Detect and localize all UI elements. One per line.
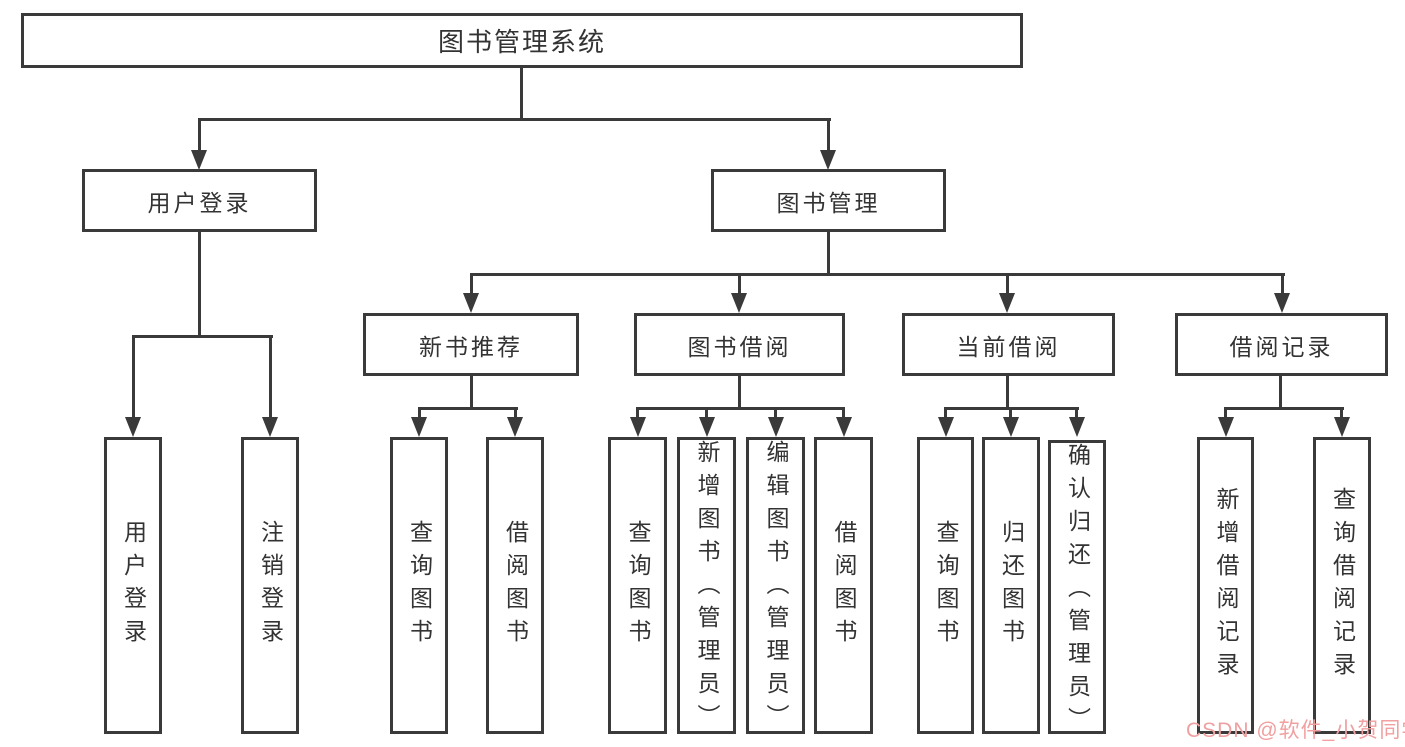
- connector-line: [470, 273, 1285, 276]
- connector-line: [738, 376, 741, 410]
- arrow-down-icon: [731, 293, 747, 313]
- arrow-down-icon: [820, 150, 836, 170]
- node-library-management-system: 图书管理系统: [21, 13, 1023, 68]
- arrow-down-icon: [699, 417, 715, 437]
- node-current-borrowing: 当前借阅: [902, 313, 1115, 376]
- node-book-management-label: 图书管理: [776, 189, 881, 216]
- leaf-cb-query-books-label: 查询图书: [933, 519, 959, 652]
- leaf-nbr-query-books: 查询图书: [390, 437, 448, 734]
- arrow-down-icon: [1069, 417, 1085, 437]
- node-book-borrowing: 图书借阅: [634, 313, 845, 376]
- connector-line: [470, 376, 473, 410]
- connector-line: [198, 118, 831, 121]
- leaf-bb-add-books-admin: 新增图书（管理员）: [677, 437, 736, 737]
- leaf-bb-query-books-label: 查询图书: [625, 519, 651, 652]
- node-user-login-label: 用户登录: [147, 189, 252, 216]
- leaf-bb-edit-books-admin-label: 编辑图书（管理员）: [763, 440, 789, 737]
- leaf-bb-borrow-books-label: 借阅图书: [831, 519, 857, 652]
- connector-line: [198, 118, 201, 154]
- leaf-cb-return-books-label: 归还图书: [998, 519, 1025, 652]
- arrow-down-icon: [1003, 417, 1019, 437]
- leaf-bb-add-books-admin-label: 新增图书（管理员）: [694, 440, 720, 737]
- connector-line: [1281, 273, 1284, 295]
- connector-line: [269, 335, 272, 419]
- connector-line: [827, 118, 830, 154]
- arrow-down-icon: [1218, 417, 1234, 437]
- connector-line: [1009, 407, 1012, 421]
- connector-line: [418, 407, 518, 410]
- connector-line: [1279, 376, 1282, 410]
- node-book-borrowing-label: 图书借阅: [687, 333, 792, 360]
- node-library-management-system-label: 图书管理系统: [437, 27, 606, 57]
- leaf-logout-login: 注销登录: [241, 437, 299, 734]
- arrow-down-icon: [411, 417, 427, 437]
- node-new-book-recommendation: 新书推荐: [363, 313, 579, 376]
- node-borrowing-records: 借阅记录: [1175, 313, 1388, 376]
- connector-line: [1224, 407, 1227, 421]
- connector-line: [132, 335, 273, 338]
- leaf-br-query-borrow-record-label: 查询借阅记录: [1329, 486, 1356, 685]
- arrow-down-icon: [768, 417, 784, 437]
- leaf-cb-return-books: 归还图书: [982, 437, 1040, 734]
- leaf-cb-query-books: 查询图书: [917, 437, 974, 734]
- connector-line: [944, 407, 947, 421]
- arrow-down-icon: [1274, 293, 1290, 313]
- arrow-down-icon: [1334, 417, 1350, 437]
- connector-line: [827, 232, 830, 276]
- connector-line: [842, 407, 845, 421]
- connector-line: [1006, 273, 1009, 295]
- connector-line: [1006, 376, 1009, 410]
- arrow-down-icon: [836, 417, 852, 437]
- connector-line: [636, 407, 845, 410]
- arrow-down-icon: [630, 417, 646, 437]
- csdn-watermark: CSDN @软件_小贺同学: [1186, 719, 1405, 742]
- arrow-down-icon: [463, 293, 479, 313]
- arrow-down-icon: [125, 417, 141, 437]
- leaf-nbr-borrow-books-label: 借阅图书: [502, 519, 529, 652]
- node-user-login: 用户登录: [82, 169, 317, 232]
- leaf-br-query-borrow-record: 查询借阅记录: [1313, 437, 1371, 734]
- leaf-br-add-borrow-record: 新增借阅记录: [1197, 437, 1254, 734]
- leaf-nbr-query-books-label: 查询图书: [406, 519, 433, 652]
- node-current-borrowing-label: 当前借阅: [956, 333, 1061, 360]
- node-new-book-recommendation-label: 新书推荐: [419, 333, 523, 360]
- leaf-cb-confirm-return-admin: 确认归还（管理员）: [1048, 440, 1106, 740]
- leaf-bb-borrow-books: 借阅图书: [814, 437, 873, 734]
- connector-line: [514, 407, 517, 421]
- connector-line: [636, 407, 639, 421]
- leaf-nbr-borrow-books: 借阅图书: [486, 437, 544, 734]
- connector-line: [738, 273, 741, 295]
- leaf-user-login-label: 用户登录: [120, 519, 147, 652]
- node-book-management: 图书管理: [711, 169, 946, 232]
- node-borrowing-records-label: 借阅记录: [1229, 333, 1334, 360]
- connector-line: [1224, 407, 1344, 410]
- leaf-cb-confirm-return-admin-label: 确认归还（管理员）: [1064, 443, 1091, 740]
- leaf-bb-query-books: 查询图书: [608, 437, 667, 734]
- connector-line: [470, 273, 473, 295]
- connector-line: [705, 407, 708, 421]
- arrow-down-icon: [191, 150, 207, 170]
- leaf-logout-login-label: 注销登录: [257, 519, 284, 652]
- connector-line: [1340, 407, 1343, 421]
- connector-line: [774, 407, 777, 421]
- arrow-down-icon: [938, 417, 954, 437]
- connector-line: [198, 232, 201, 338]
- connector-line: [418, 407, 421, 421]
- connector-line: [520, 68, 523, 118]
- arrow-down-icon: [507, 417, 523, 437]
- arrow-down-icon: [999, 293, 1015, 313]
- leaf-user-login: 用户登录: [104, 437, 162, 734]
- connector-line: [1075, 407, 1078, 421]
- connector-line: [132, 335, 135, 419]
- arrow-down-icon: [262, 417, 278, 437]
- leaf-bb-edit-books-admin: 编辑图书（管理员）: [746, 437, 805, 737]
- leaf-br-add-borrow-record-label: 新增借阅记录: [1213, 486, 1239, 685]
